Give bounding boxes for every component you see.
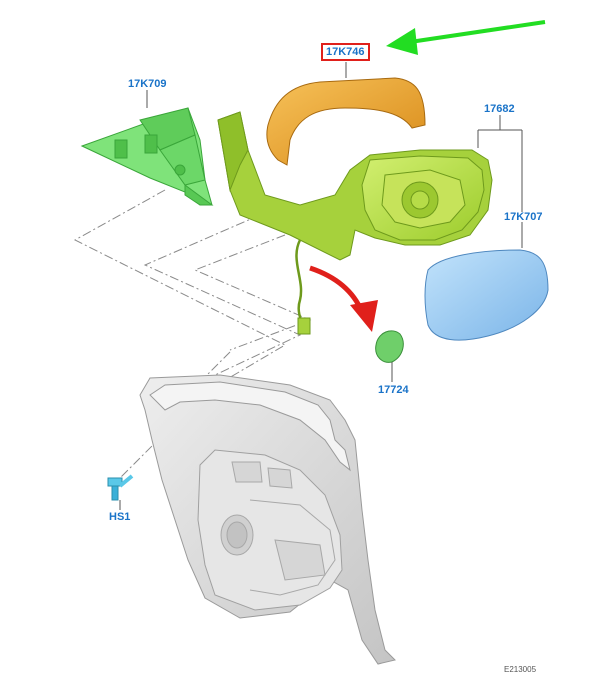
bolt-HS1 <box>107 474 134 501</box>
part-label-17724: 17724 <box>378 384 409 396</box>
part-label-17682: 17682 <box>484 103 515 115</box>
mirror-glass-17K707 <box>424 249 549 341</box>
bracket-17K709 <box>80 107 214 206</box>
mirror-housing-17682 <box>217 111 493 261</box>
wire-harness <box>295 239 307 331</box>
part-label-HS1: HS1 <box>109 511 131 523</box>
part-label-17K709: 17K709 <box>128 78 167 90</box>
door-frame <box>139 374 396 665</box>
wire-connector <box>297 317 311 335</box>
drawing-number: E213005 <box>504 665 537 674</box>
green-pointer-arrow-icon <box>386 20 546 55</box>
mirror-cover-17K746 <box>266 77 426 166</box>
cap-17724 <box>375 330 404 363</box>
part-label-17K746: 17K746 <box>321 43 370 61</box>
callout-lines <box>119 62 523 510</box>
part-label-17K707: 17K707 <box>504 211 543 223</box>
red-direction-arrow-icon <box>309 265 378 332</box>
